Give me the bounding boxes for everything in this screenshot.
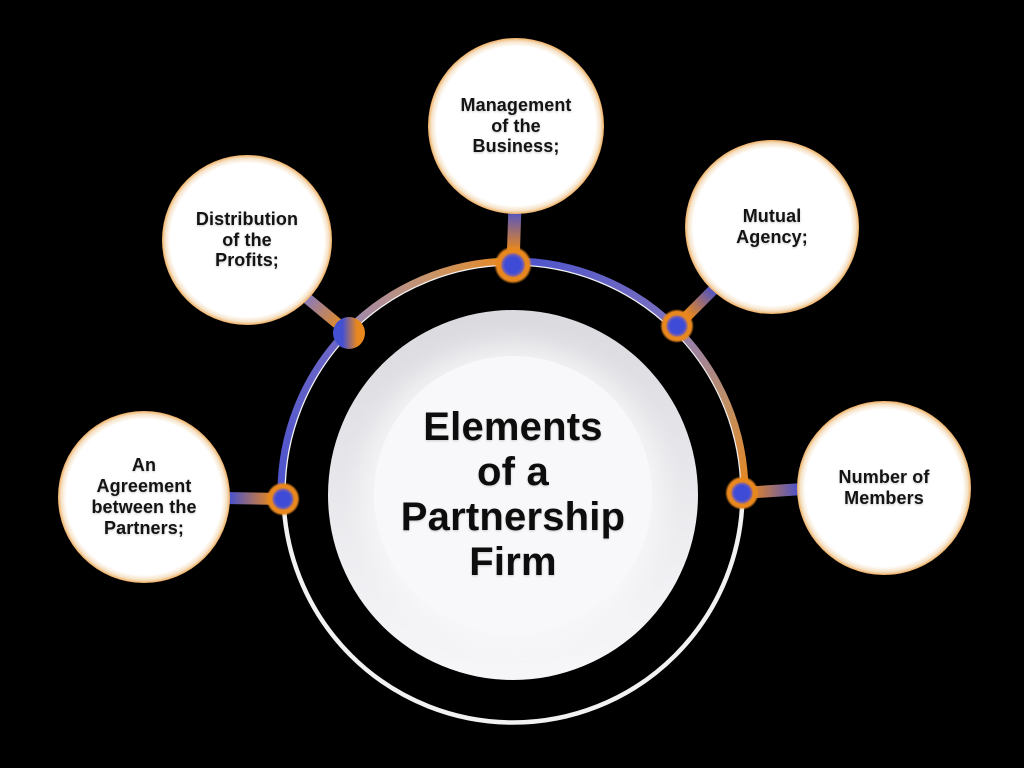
satellite-label-distribution: Distribution of the Profits; [195, 208, 299, 271]
junction-node-north [494, 246, 532, 284]
junction-node-east [725, 476, 759, 510]
satellite-management-of-the-business: Management of the Business; [428, 38, 604, 214]
ring-arc-north-to-northeast [512, 257, 680, 332]
center-circle-inner: Elements of a Partnership Firm [374, 356, 652, 634]
diagram-title: Elements of a Partnership Firm [400, 405, 626, 584]
satellite-distribution-of-the-profits: Distribution of the Profits; [162, 155, 332, 325]
satellite-label-agreement: An Agreement between the Partners; [91, 455, 197, 538]
satellite-agreement-between-the-partners: An Agreement between the Partners; [58, 411, 230, 583]
ring-arc-west-to-northwest [277, 329, 349, 499]
satellite-mutual-agency: Mutual Agency; [685, 140, 859, 314]
ring-arc-northeast-to-east [674, 326, 749, 494]
satellite-number-of-members: Number of Members [797, 401, 971, 575]
ring-arc-northwest-to-north [343, 257, 514, 335]
satellite-label-mutual-agency: Mutual Agency; [736, 206, 808, 247]
junction-node-northwest [333, 317, 365, 349]
junction-node-northeast [660, 309, 694, 343]
satellite-label-management: Management of the Business; [460, 94, 572, 157]
junction-node-west [266, 482, 300, 516]
satellite-label-members: Number of Members [838, 467, 930, 508]
center-circle: Elements of a Partnership Firm [328, 310, 698, 680]
